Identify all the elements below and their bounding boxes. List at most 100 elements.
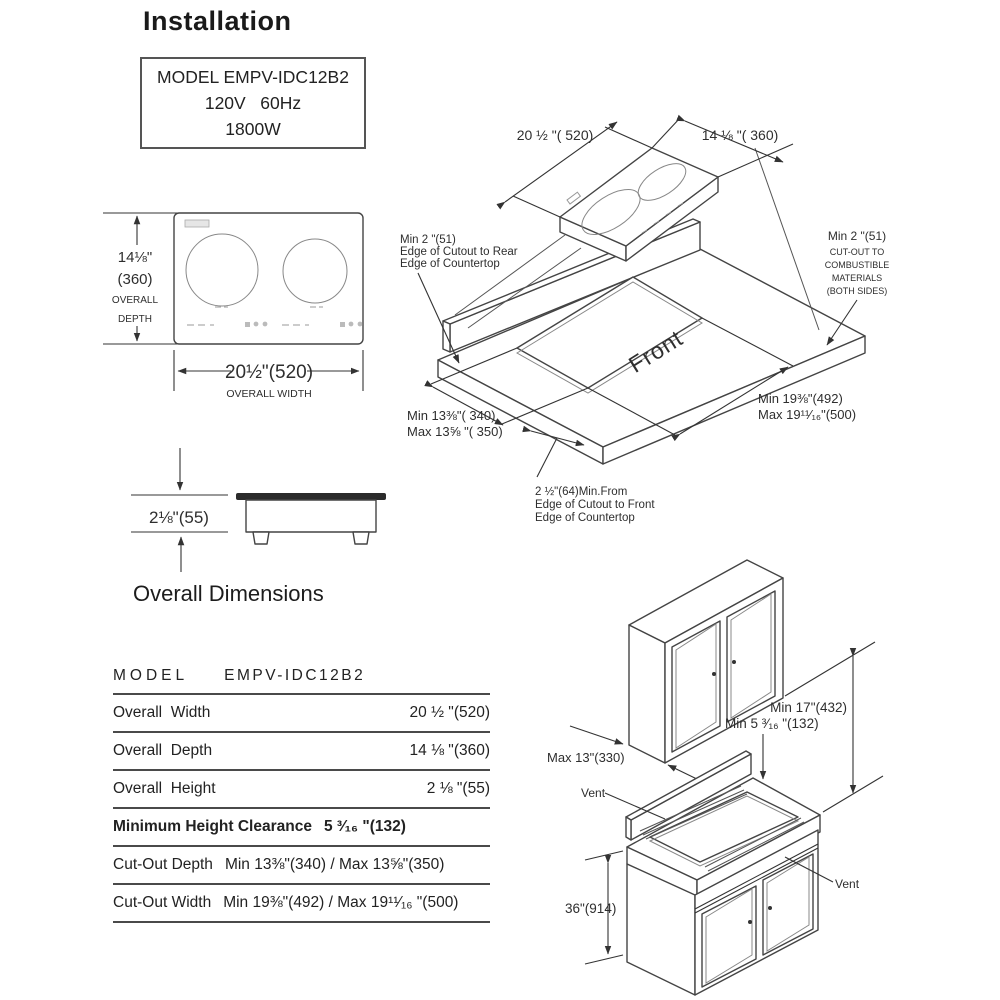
cutout-width-max: Max 19¹¹⁄₁₆"(500) (758, 407, 856, 422)
brand-logo (566, 191, 582, 205)
front-clearance-callout: 2 ½"(64)Min.From Edge of Cutout to Front… (522, 425, 655, 524)
front-vent-strip (704, 817, 805, 872)
row-value: Min 19⅜"(492) / Max 19¹¹⁄₁₆ "(500) (223, 894, 459, 911)
row-label: Overall Height (113, 780, 216, 797)
vent-rear-label: Vent (581, 786, 606, 800)
section-caption: Overall Dimensions (133, 581, 324, 606)
page-title: Installation (143, 6, 292, 36)
door-knob (712, 672, 716, 676)
width-value: 20 ½ "( 520) (517, 127, 594, 143)
cutout-width-min: Min 19⅜"(492) (758, 391, 843, 406)
cooktop-width-dimension: 20 ½ "( 520) (496, 121, 653, 218)
glass-top (236, 493, 386, 500)
row-value: 5 ³⁄₁₆ "(132) (323, 818, 406, 835)
table-row: Cut-Out Width Min 19⅜"(492) / Max 19¹¹⁄₁… (113, 885, 490, 923)
cooktop-depth-dimension: 14 ⅛ "( 360) (651, 114, 794, 178)
depth-value: 14 ⅛ "( 360) (702, 127, 779, 143)
wall-depth-value: Max 13"(330) (547, 750, 625, 765)
wall-cabinet-door (671, 620, 721, 753)
depth-mm: (360) (117, 271, 152, 288)
row-label: Cut-Out Width (113, 894, 212, 911)
right-foot (352, 531, 370, 545)
side-view-diagram: 2⅛"(55) (131, 448, 386, 572)
exploded-cutout-diagram: Front 20 ½ "( 520) 14 ⅛ "( 360) Min 2 "( (400, 114, 890, 524)
base-countertop (625, 750, 821, 898)
callout-line: COMBUSTIBLE (825, 260, 890, 270)
spec-table-header: MODEL EMPV-IDC12B2 (113, 659, 490, 695)
spec-table: MODEL EMPV-IDC12B2 Overall Width 20 ½ "(… (113, 659, 490, 923)
table-row: Overall Width 20 ½ "(520) (113, 695, 490, 733)
vent-front-label: Vent (835, 877, 860, 891)
table-row: Cut-Out Depth Min 13⅜"(340) / Max 13⅝"(3… (113, 847, 490, 885)
callout-line: (BOTH SIDES) (827, 286, 888, 296)
door-knob (748, 920, 752, 924)
model-voltage: 120V 60Hz (204, 93, 302, 113)
callout-line: Edge of Cutout to Front (535, 499, 655, 511)
row-value: Min 13⅜"(340) / Max 13⅝"(350) (224, 856, 445, 873)
cabinet-clearance-diagram: Max 13"(330) Min 17"(432) Min 5 ³⁄₁₆ "(1… (547, 559, 884, 996)
control-panel-marks (187, 306, 363, 327)
callout-line: Min 2 "(51) (828, 229, 886, 243)
cutout-width-dimension: Min 19⅜"(492) Max 19¹¹⁄₁₆"(500) (587, 317, 856, 442)
width-dimension: 20½"(520) OVERALL WIDTH (173, 350, 364, 400)
brand-logo (184, 219, 210, 228)
side-clearance-callout: Min 2 "(51) CUT-OUT TO COMBUSTIBLE MATER… (825, 229, 890, 346)
row-label: Overall Width (113, 704, 211, 721)
vent-callouts: Vent Vent (581, 786, 860, 891)
counter-height-dimension: 36"(914) (565, 850, 624, 965)
row-label: Cut-Out Depth (113, 856, 213, 873)
height-dimension: 2⅛"(55) (131, 448, 228, 572)
cutout-opening (649, 791, 799, 863)
callout-line: Edge of Cutout to Rear (400, 246, 518, 258)
depth-dimension: 14⅛" (360) OVERALL DEPTH (103, 212, 183, 345)
rear-burner (637, 163, 687, 201)
cutout-depth-dimension: Min 13⅜"( 340) Max 13⅝ "( 350) (407, 347, 589, 439)
model-wattage: 1800W (225, 119, 281, 139)
top-view-diagram: 14⅛" (360) OVERALL DEPTH 20½"(520) OVERA… (103, 212, 364, 400)
callout-line: MATERIALS (832, 273, 882, 283)
rear-vent-strip (639, 785, 748, 840)
left-burner (185, 233, 259, 307)
model-value: EMPV-IDC12B2 (224, 667, 366, 684)
right-burner (282, 238, 348, 304)
row-label: Minimum Height Clearance (113, 818, 312, 835)
countertop: Front (437, 218, 866, 465)
counter-height-value: 36"(914) (565, 901, 616, 916)
cooktop-top-view (173, 212, 364, 345)
depth-value: 14⅛" (118, 249, 153, 266)
min-clearance-value: Min 5 ³⁄₁₆ "(132) (725, 716, 819, 731)
base-cabinet (626, 829, 819, 996)
wall-cabinet (628, 559, 784, 764)
row-label: Overall Depth (113, 742, 213, 759)
door-knob (732, 660, 736, 664)
cutout-depth-min: Min 13⅜"( 340) (407, 408, 495, 423)
model-info-box: MODEL EMPV-IDC12B2 120V 60Hz 1800W (140, 57, 366, 149)
width-value: 20½"(520) (225, 362, 313, 383)
table-row: Overall Depth 14 ⅛ "(360) (113, 733, 490, 771)
depth-caption-1: OVERALL (112, 295, 159, 306)
left-foot (252, 531, 270, 545)
row-value: 20 ½ "(520) (409, 704, 490, 721)
depth-caption-2: DEPTH (118, 314, 152, 325)
clearance-height-value: Min 17"(432) (770, 700, 847, 715)
callout-line: Edge of Countertop (535, 512, 635, 524)
callout-line: CUT-OUT TO (830, 247, 885, 257)
control-panel-marks (641, 202, 684, 234)
door-knob (768, 906, 772, 910)
cooktop-body (245, 499, 377, 533)
table-row: Overall Height 2 ⅛ "(55) (113, 771, 490, 809)
row-value: 2 ⅛ "(55) (426, 780, 490, 797)
wall-cabinet-door (726, 590, 776, 723)
projection-lines (454, 147, 820, 331)
cooktop-side-view (236, 493, 386, 545)
row-value: 14 ⅛ "(360) (409, 742, 490, 759)
callout-line: Min 2 "(51) (400, 234, 456, 246)
callout-line: 2 ½"(64)Min.From (535, 486, 627, 498)
cutout-depth-max: Max 13⅝ "( 350) (407, 424, 503, 439)
model-label: MODEL (113, 667, 189, 684)
width-caption: OVERALL WIDTH (226, 388, 311, 400)
clearance-height-dimension: Min 17"(432) (770, 641, 884, 813)
table-row: Minimum Height Clearance 5 ³⁄₁₆ "(132) (113, 809, 490, 847)
height-value: 2⅛"(55) (149, 508, 209, 527)
model-number: MODEL EMPV-IDC12B2 (157, 67, 349, 87)
